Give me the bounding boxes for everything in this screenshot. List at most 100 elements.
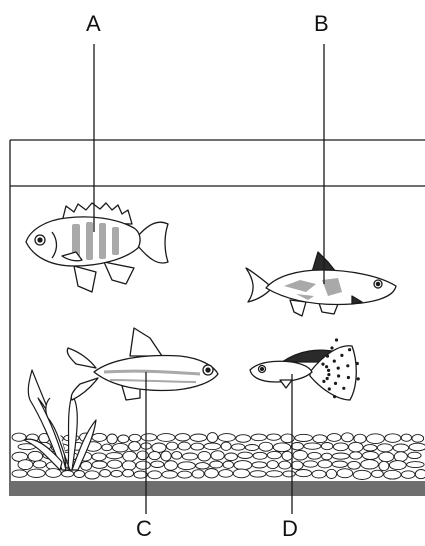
pebble — [353, 470, 371, 479]
pebble — [409, 443, 425, 451]
pebble — [363, 452, 379, 460]
pebble — [164, 461, 177, 471]
pebble — [384, 470, 401, 479]
guppy-tail-spot — [321, 363, 324, 366]
guppy-tail-spot — [347, 376, 350, 379]
fish-d-icon — [250, 338, 360, 400]
pebble — [259, 442, 273, 451]
pebble — [178, 462, 195, 470]
pebble — [407, 462, 424, 468]
pebble — [415, 470, 425, 479]
guppy-tail-spot — [357, 377, 360, 380]
guppy-tail-spot — [334, 382, 337, 385]
pebble — [123, 451, 137, 461]
pebble — [205, 469, 219, 478]
guppy-tail-spot — [327, 373, 330, 376]
pebble — [267, 461, 278, 469]
pebble — [218, 434, 235, 442]
pebble — [354, 434, 366, 443]
guppy-tail-spot — [346, 364, 349, 367]
pebble — [389, 461, 406, 470]
pebble — [107, 453, 123, 459]
guppy-tail-spot — [337, 367, 340, 370]
fish-c-icon — [67, 328, 218, 400]
pebble — [136, 461, 150, 469]
pebble — [149, 452, 161, 460]
pebble — [129, 434, 141, 442]
pebble — [313, 435, 327, 443]
pebble — [337, 469, 353, 478]
pebble — [267, 434, 281, 440]
guppy-tail-spot — [342, 387, 345, 390]
pebble — [12, 470, 27, 477]
pebble — [245, 445, 258, 451]
pebble — [223, 461, 233, 468]
pebble — [291, 461, 303, 469]
pebble — [207, 433, 218, 443]
pebble — [293, 450, 307, 460]
pebble — [367, 434, 385, 444]
guppy-tail-spot — [328, 387, 331, 390]
pebble — [267, 451, 281, 458]
pebble — [321, 443, 332, 450]
fish-a-icon — [26, 203, 168, 292]
pebble — [250, 471, 266, 477]
guppy-tail-spot — [326, 355, 329, 358]
guppy-tail-spot — [348, 348, 351, 351]
pebble — [111, 470, 122, 477]
pebble — [33, 461, 46, 468]
guppy-tail-spot — [337, 374, 340, 377]
pebble — [152, 443, 166, 452]
pebble — [92, 461, 107, 468]
pebble — [81, 462, 92, 471]
pebble — [295, 434, 313, 441]
pebble — [123, 470, 134, 477]
guppy-tail-spot — [333, 395, 336, 398]
pebble — [113, 443, 129, 452]
pebble — [251, 434, 266, 441]
guppy-tail-spot — [340, 354, 343, 357]
pebble — [161, 451, 171, 461]
guppy-tail-spot — [333, 360, 336, 363]
pebble — [172, 452, 182, 460]
pebble — [236, 435, 251, 443]
pebble — [326, 469, 336, 478]
pebble — [162, 471, 177, 478]
pebble — [234, 461, 252, 470]
pebble — [178, 471, 192, 478]
pebble — [322, 453, 332, 460]
tank-base — [10, 481, 425, 496]
pebble — [361, 460, 379, 469]
pebble — [122, 461, 135, 470]
pebble — [291, 443, 303, 450]
pebble — [408, 452, 421, 458]
pebble — [196, 463, 210, 469]
pebble — [151, 461, 164, 467]
pebble — [198, 451, 210, 461]
pebble — [332, 461, 347, 467]
pebble — [118, 435, 129, 443]
fish-b-icon — [246, 252, 396, 316]
pebble — [192, 470, 204, 478]
pebble — [190, 434, 206, 441]
pebble — [402, 471, 415, 479]
pebble — [176, 434, 190, 441]
pebble — [385, 434, 401, 443]
guppy-tail-spot — [322, 380, 325, 383]
pebble — [266, 471, 282, 477]
guppy-tail-spot — [325, 365, 328, 368]
pebble — [350, 452, 362, 459]
pebble — [221, 442, 231, 450]
pebble — [219, 470, 233, 478]
pebble — [349, 442, 363, 452]
pebble — [372, 470, 384, 477]
pebble — [167, 442, 178, 450]
pebble — [312, 470, 326, 478]
pebble — [225, 453, 238, 461]
pebble — [327, 434, 341, 442]
pebble — [318, 460, 332, 468]
pebble — [304, 461, 318, 467]
guppy-tail-spot — [356, 362, 359, 365]
